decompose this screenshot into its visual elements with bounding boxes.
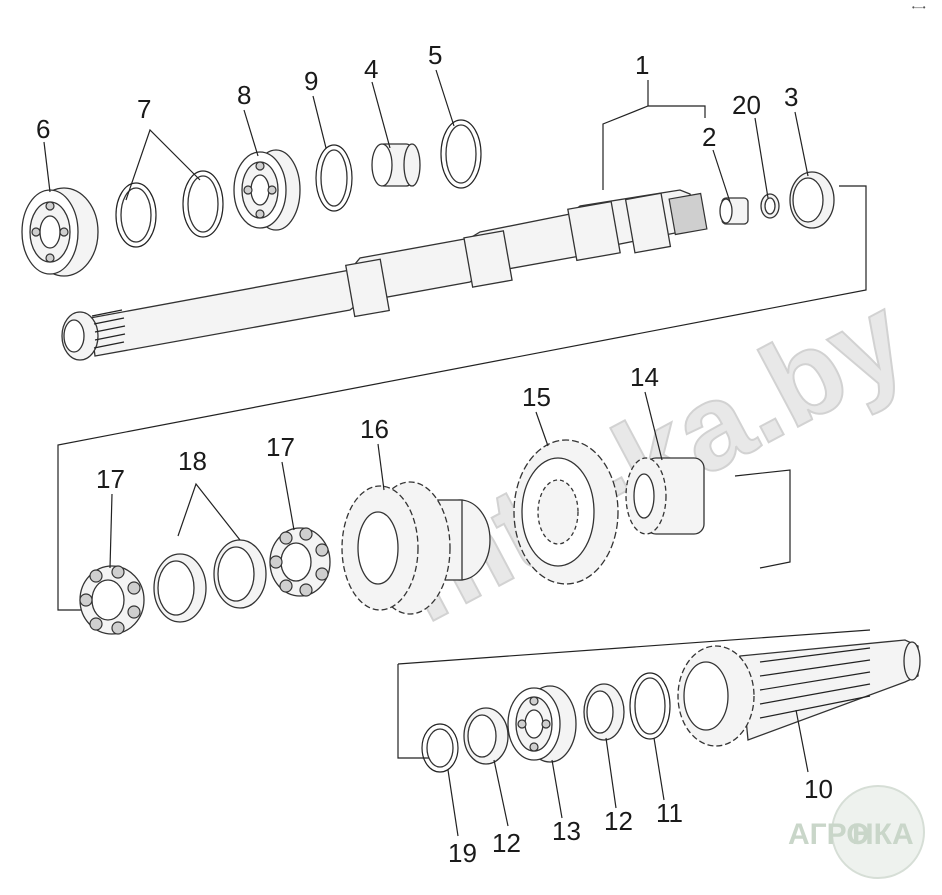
callout-9: 9 — [304, 66, 318, 96]
callout-17-right: 17 — [266, 432, 295, 462]
part-17-roller-cage-b — [269, 527, 331, 597]
agronka-logo: АГРО НКА — [788, 785, 925, 879]
part-13-bearing — [507, 685, 577, 763]
callout-16: 16 — [360, 414, 389, 444]
callout-10: 10 — [804, 774, 833, 804]
callout-13: 13 — [552, 816, 581, 846]
part-20-ring — [760, 193, 780, 219]
logo-text-right: НКА — [852, 818, 914, 851]
callout-1: 1 — [635, 50, 649, 80]
main-shaft — [61, 189, 708, 361]
callout-12-left: 12 — [492, 828, 521, 858]
part-18-split-ring-a — [153, 553, 207, 623]
callout-14: 14 — [630, 362, 659, 392]
callout-8: 8 — [237, 80, 251, 110]
part-2-bush — [719, 197, 749, 225]
part-18-split-ring-b — [213, 539, 267, 609]
part-16-double-gear — [341, 481, 491, 615]
callout-11: 11 — [656, 798, 683, 828]
part-19-circlip — [421, 723, 459, 773]
callout-17-left: 17 — [96, 464, 125, 494]
callout-18: 18 — [178, 446, 207, 476]
part-12-ring-b — [583, 683, 625, 741]
callout-15: 15 — [522, 382, 551, 412]
callout-7: 7 — [137, 94, 151, 124]
part-11-snap-ring — [629, 672, 671, 740]
part-15-internal-gear — [513, 439, 619, 585]
callout-2: 2 — [702, 122, 716, 152]
leader-lines — [43, 69, 809, 837]
part-14-spur-gear — [625, 457, 705, 535]
callout-6: 6 — [36, 114, 50, 144]
callout-3: 3 — [784, 82, 798, 112]
part-10-gear-shaft — [677, 639, 921, 747]
part-3-seal — [789, 171, 835, 229]
callout-12-right: 12 — [604, 806, 633, 836]
part-5-snap-ring — [440, 119, 482, 189]
corner-mark: •—• — [912, 3, 926, 12]
part-4-sleeve — [371, 143, 421, 187]
part-7-snap-ring-a — [115, 182, 157, 248]
watermark: mtz-ka.by — [374, 268, 928, 648]
part-7-snap-ring-b — [182, 170, 224, 238]
part-12-ring-a — [463, 707, 509, 765]
callout-20: 20 — [732, 90, 761, 120]
part-8-bearing — [233, 149, 301, 231]
watermark-text: mtz-ka.by — [375, 269, 927, 647]
callout-19: 19 — [448, 838, 477, 868]
callout-labels: 1 2 20 3 4 5 6 7 8 9 10 11 12 13 12 19 1… — [36, 40, 833, 868]
part-6-bearing — [21, 187, 99, 277]
part-17-roller-cage-a — [79, 565, 145, 635]
logo-text-left: АГРО — [788, 818, 870, 851]
group-outline-upper — [57, 185, 867, 611]
callout-5: 5 — [428, 40, 442, 70]
callout-4: 4 — [364, 54, 378, 84]
part-9-snap-ring — [315, 144, 353, 212]
